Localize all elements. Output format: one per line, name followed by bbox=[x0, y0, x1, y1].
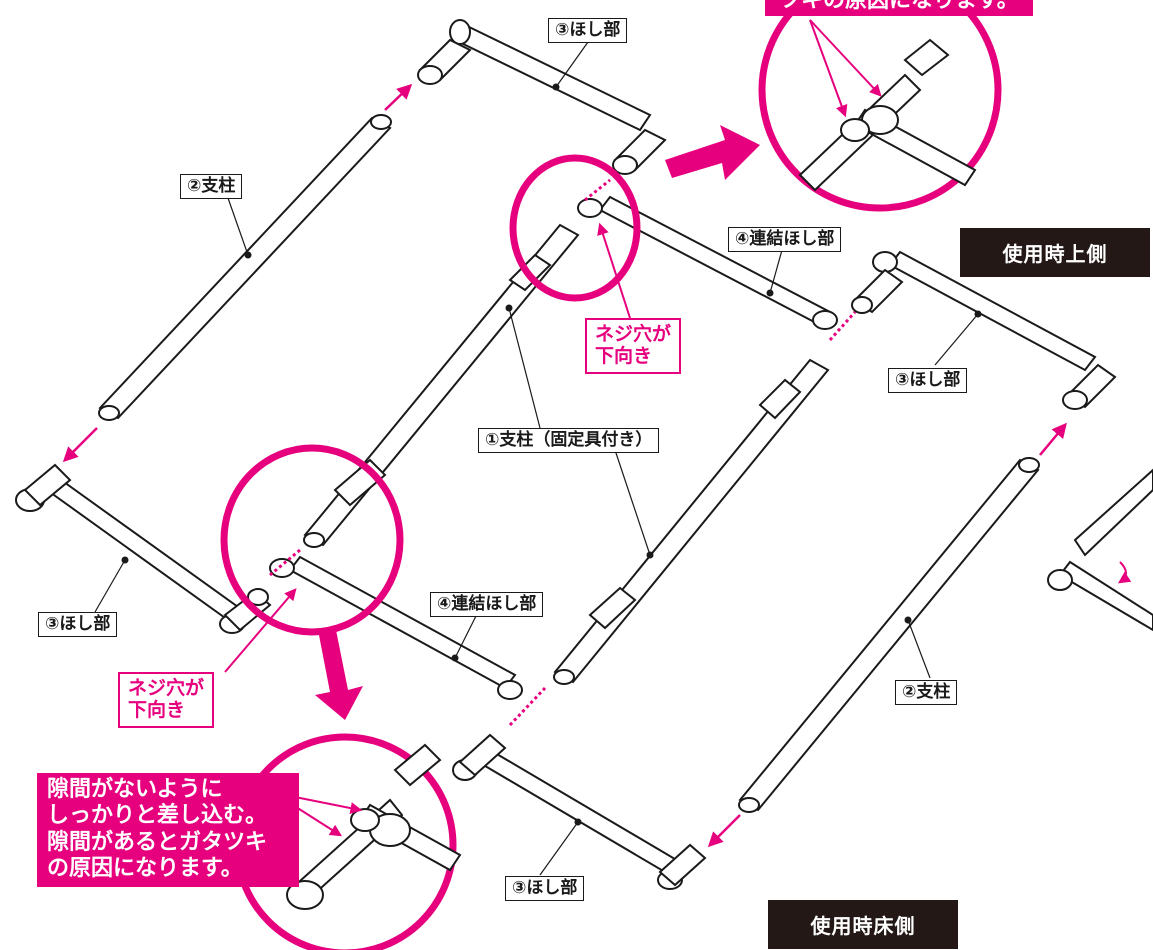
hoshi-bar-right bbox=[851, 250, 1117, 410]
magnifier-circles bbox=[220, 0, 1002, 950]
hoshi-bar-left bbox=[15, 463, 272, 634]
detail-top bbox=[798, 38, 977, 192]
label-hoshi-right: ③ほし部 bbox=[888, 368, 968, 394]
label-shichu-right: ②支柱 bbox=[895, 680, 958, 706]
label-hoshi-top: ③ほし部 bbox=[548, 18, 628, 44]
callout-bottom: 隙間がないように しっかりと差し込む。 隙間があるとガタツキ の原因になります。 bbox=[37, 773, 299, 887]
side-label-top: 使用時上側 bbox=[960, 228, 1150, 277]
callout-top: ツキの原因になります。 bbox=[765, 0, 1033, 17]
partial-frame-right bbox=[1047, 468, 1153, 632]
leader-lines bbox=[94, 41, 979, 876]
label-hoshi-bottom: ③ほし部 bbox=[505, 876, 585, 902]
hoshi-bar-bottom bbox=[452, 733, 707, 890]
pole-fixed bbox=[303, 223, 580, 548]
label-renketsu-upper: ④連結ほし部 bbox=[728, 227, 842, 253]
label-renketsu-lower: ④連結ほし部 bbox=[430, 592, 544, 618]
label-shichu-fixed: ①支柱（固定具付き） bbox=[478, 428, 660, 454]
label-hoshi-left: ③ほし部 bbox=[38, 612, 118, 638]
label-shichu-left: ②支柱 bbox=[180, 174, 243, 200]
dotted-joins bbox=[269, 178, 857, 727]
hoshi-bar-top bbox=[417, 19, 667, 175]
renketsu-lower bbox=[269, 555, 523, 700]
big-arrow-right bbox=[665, 125, 760, 180]
pole-left bbox=[98, 114, 392, 421]
side-label-bottom: 使用時床側 bbox=[768, 900, 958, 949]
pole-fixed-lower bbox=[553, 358, 830, 685]
renketsu-upper bbox=[577, 195, 838, 330]
pole-right bbox=[738, 457, 1040, 813]
detail-bottom bbox=[286, 743, 462, 910]
assembly-arrows bbox=[62, 83, 1067, 848]
screw-note-upper: ネジ穴が 下向き bbox=[585, 318, 682, 374]
big-arrow-down bbox=[315, 625, 363, 720]
screw-note-lower: ネジ穴が 下向き bbox=[118, 672, 215, 728]
